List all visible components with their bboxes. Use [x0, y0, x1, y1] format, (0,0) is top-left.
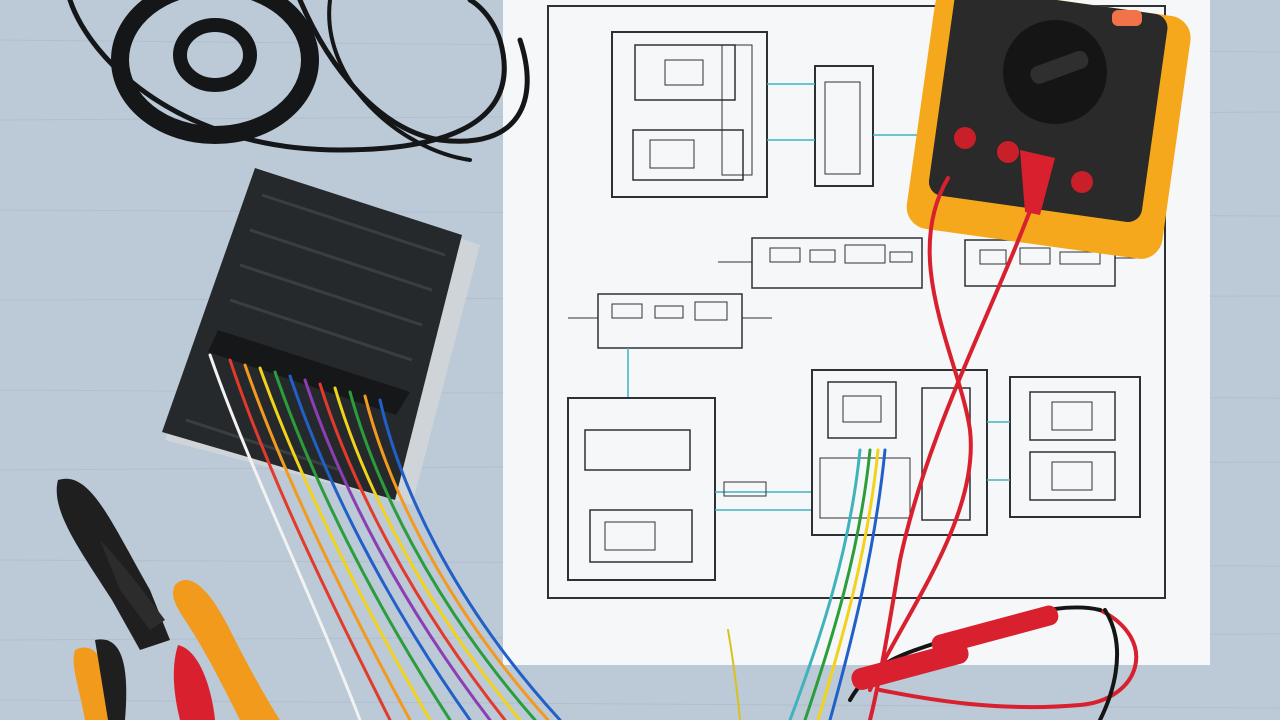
wire-harness: [208, 353, 887, 720]
pliers: [56, 478, 280, 720]
ecu-control-unit: [162, 168, 480, 505]
test-probes: [848, 150, 1139, 720]
digital-multimeter: [906, 0, 1191, 259]
cable-coil: [67, 0, 530, 162]
